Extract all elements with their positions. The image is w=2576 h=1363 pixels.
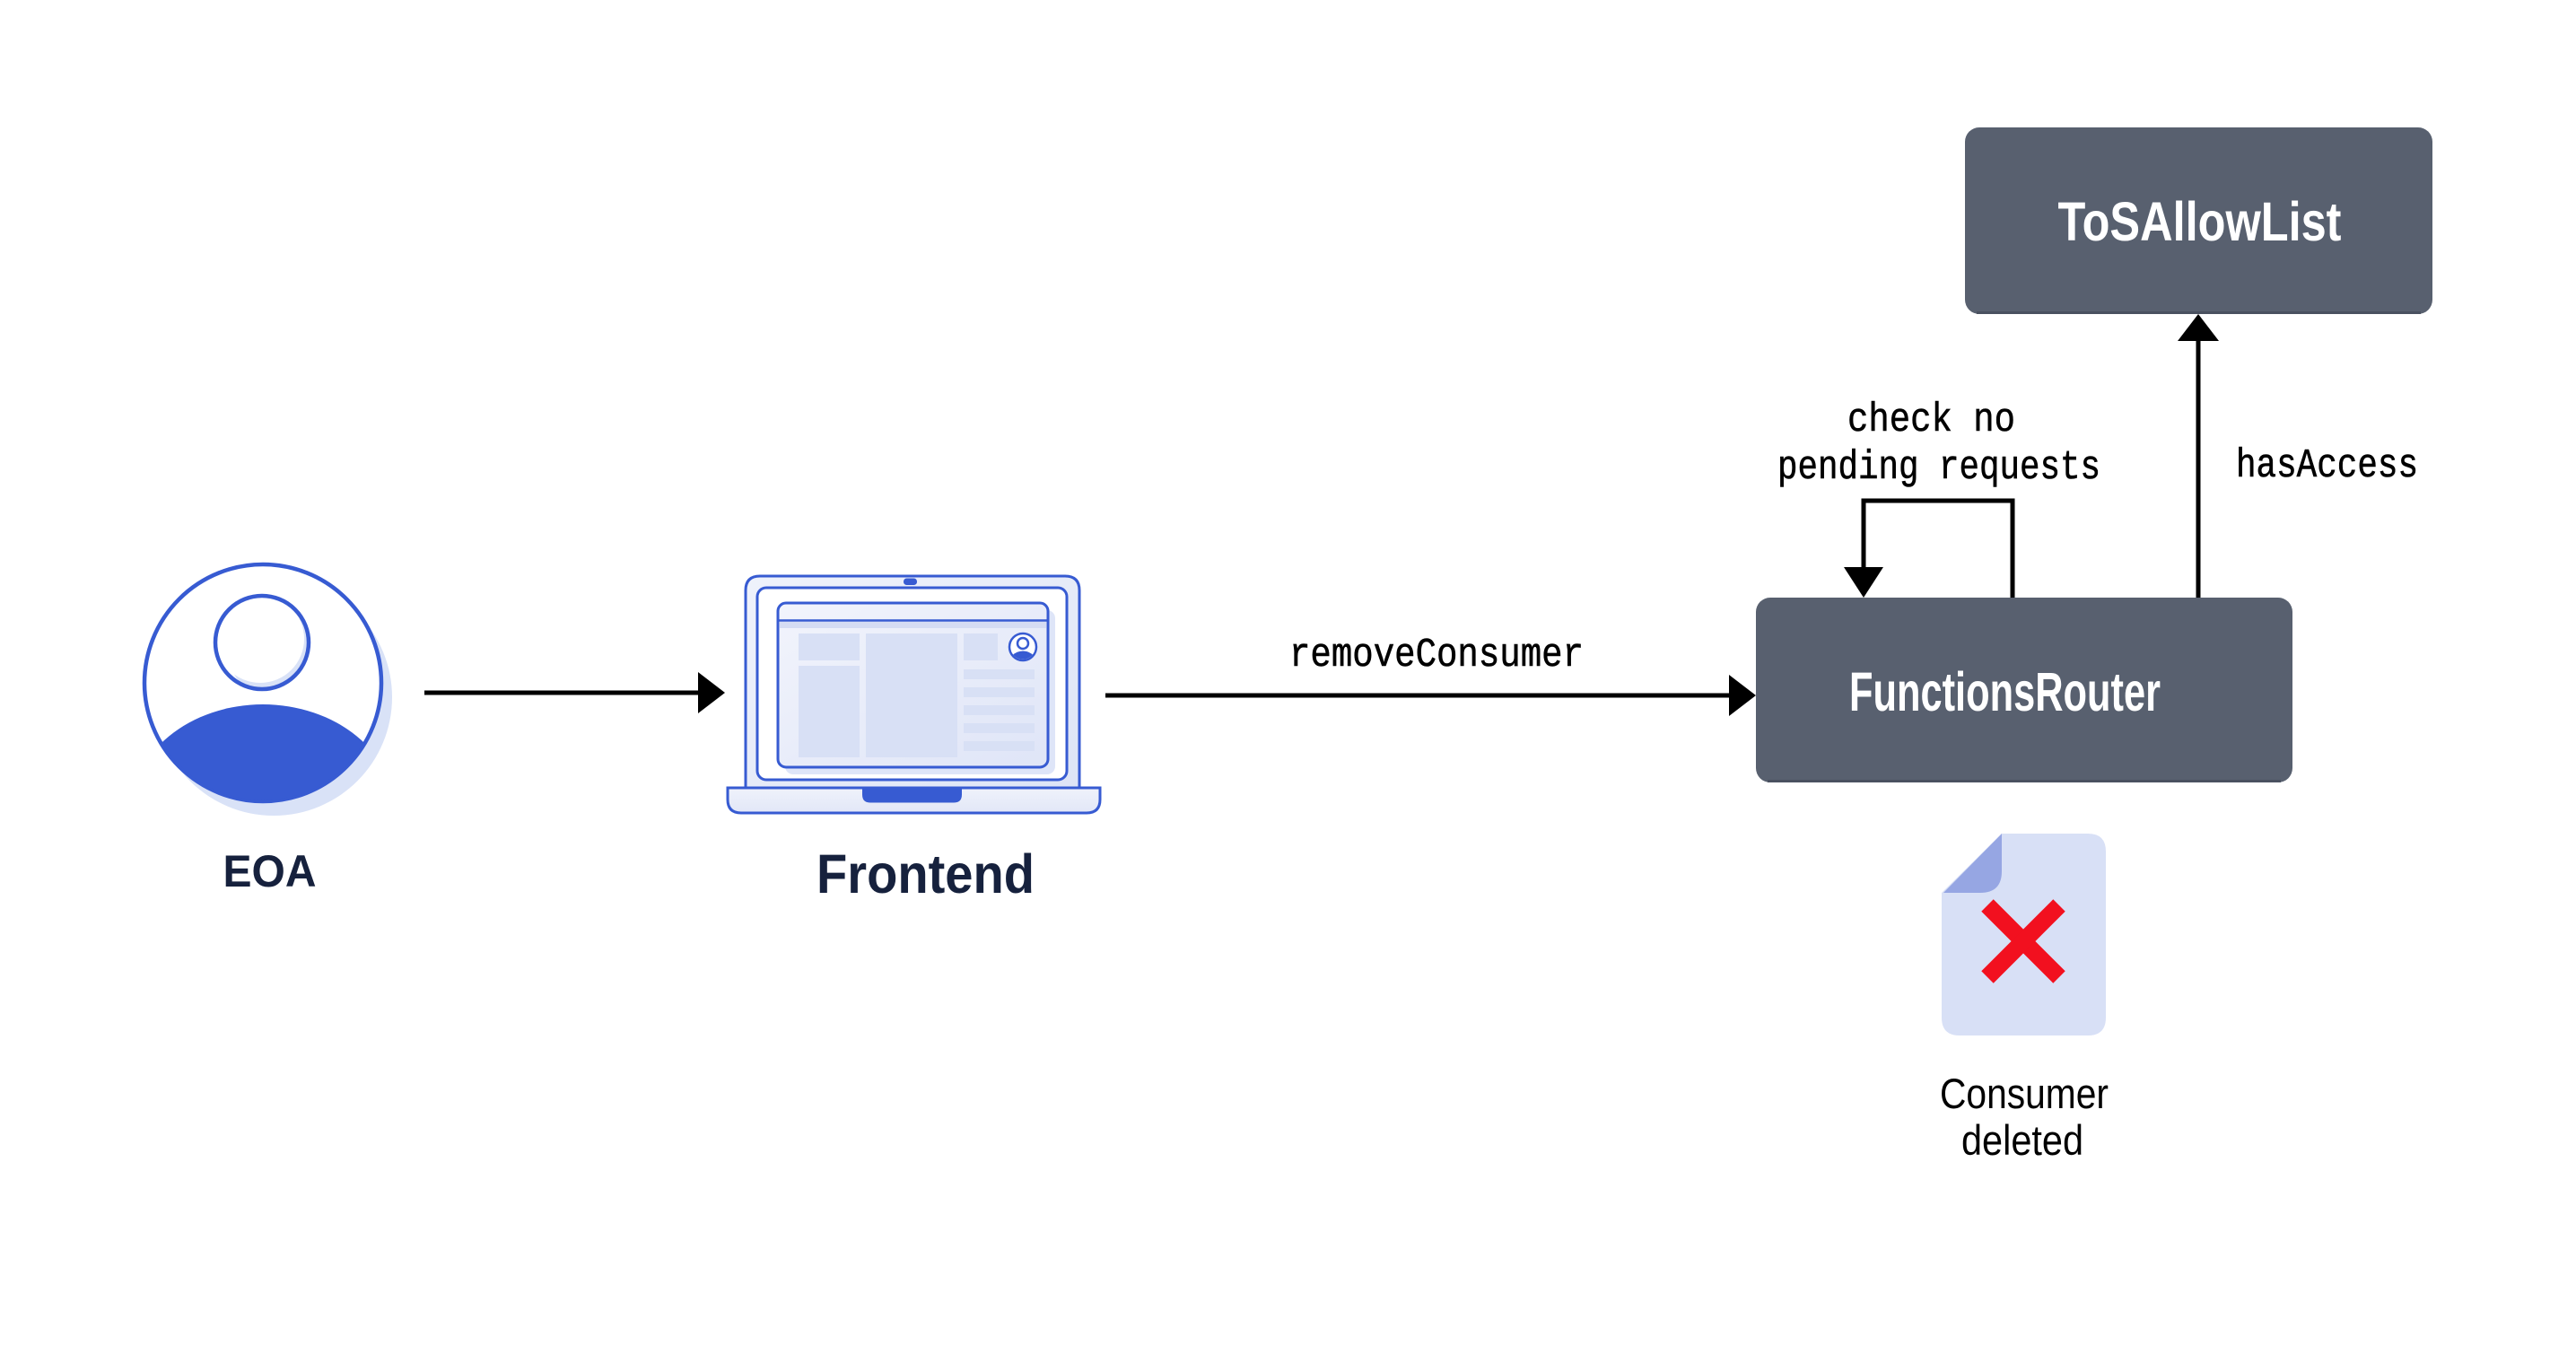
svg-text:FunctionsRouter: FunctionsRouter [1849,661,2161,722]
svg-text:deleted: deleted [1961,1116,2083,1164]
svg-text:removeConsumer: removeConsumer [1289,633,1584,678]
svg-text:hasAccess: hasAccess [2236,443,2418,489]
svg-text:Frontend: Frontend [816,843,1035,904]
svg-text:check no: check no [1847,398,2015,443]
svg-text:ToSAllowList: ToSAllowList [2058,191,2342,252]
svg-text:Consumer: Consumer [1940,1070,2109,1117]
svg-text:EOA: EOA [223,846,317,896]
svg-text:pending requests: pending requests [1777,445,2100,491]
